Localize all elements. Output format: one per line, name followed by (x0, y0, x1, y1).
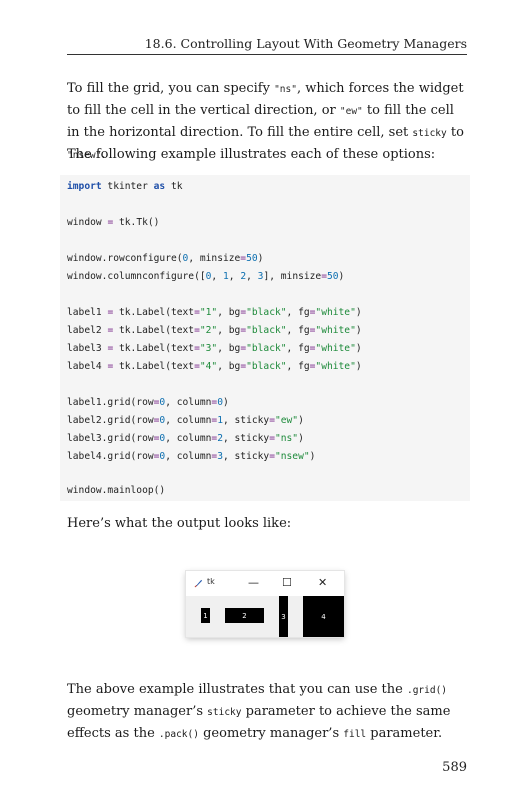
running-header: 18.6. Controlling Layout With Geometry M… (144, 36, 467, 51)
code-line-grid3: label3.grid(row=0, column=2, sticky="ns"… (67, 433, 304, 444)
closing-code-fill: fill (343, 729, 367, 740)
code-line-label1: label1 = tk.Label(text="1", bg="black", … (67, 307, 362, 318)
intro-code-sticky: sticky (412, 128, 447, 139)
tk-title-bar: tk — ☐ ✕ (186, 571, 344, 596)
code-line-grid2: label2.grid(row=0, column=1, sticky="ew"… (67, 415, 304, 426)
maximize-icon[interactable]: ☐ (282, 576, 292, 589)
tk-window-screenshot: tk — ☐ ✕ 1 2 3 4 (186, 571, 344, 637)
header-rule (67, 54, 467, 55)
closing-code-grid: .grid() (406, 685, 448, 696)
example-intro: The following example illustrates each o… (67, 147, 436, 162)
intro-code-ew: "ew" (339, 106, 363, 117)
tk-label-4: 4 (303, 596, 344, 637)
code-line-grid1: label1.grid(row=0, column=0) (67, 397, 229, 408)
intro-text-3: to fill the cell in the horizontal direc… (67, 103, 454, 140)
code-line-mainloop: window.mainloop() (67, 485, 166, 496)
code-line-window: window = tk.Tk() (67, 217, 160, 228)
closing-text-2: geometry manager’s (67, 704, 208, 719)
intro-text-4: to (446, 125, 464, 140)
closing-code-sticky: sticky (207, 707, 242, 718)
intro-paragraph: To fill the grid, you can specify "ns", … (67, 78, 467, 166)
closing-text-5: parameter. (366, 726, 443, 741)
output-intro: Here’s what the output looks like: (67, 516, 292, 531)
closing-code-pack: .pack() (158, 729, 199, 740)
tk-label-3: 3 (279, 596, 288, 637)
feather-icon (194, 579, 203, 588)
page-number: 589 (442, 760, 467, 775)
code-line-label3: label3 = tk.Label(text="3", bg="black", … (67, 343, 362, 354)
code-line-rowconfigure: window.rowconfigure(0, minsize=50) (67, 253, 264, 264)
code-line-columnconfigure: window.columnconfigure([0, 1, 2, 3], min… (67, 271, 345, 282)
minimize-icon[interactable]: — (248, 576, 259, 589)
intro-code-nsew: "nsew" (67, 150, 102, 161)
intro-code-ns: "ns" (274, 84, 297, 95)
code-line-label4: label4 = tk.Label(text="4", bg="black", … (67, 361, 362, 372)
closing-text-1: The above example illustrates that you c… (67, 682, 407, 697)
tk-window-body: 1 2 3 4 (186, 596, 344, 637)
closing-paragraph: The above example illustrates that you c… (67, 679, 467, 745)
intro-text-2: , which forces the widget to fill the ce… (67, 81, 464, 118)
closing-text-3: parameter to achieve the same effects as… (67, 704, 451, 741)
code-line-grid4: label4.grid(row=0, column=3, sticky="nse… (67, 451, 316, 462)
code-block: import tkinter as tk window = tk.Tk() wi… (60, 175, 470, 501)
code-line-import: import tkinter as tk (67, 181, 183, 192)
tk-label-1: 1 (201, 608, 210, 623)
tk-window-title: tk (207, 577, 215, 586)
intro-text-1: To fill the grid, you can specify (67, 81, 275, 96)
closing-text-4: geometry manager’s (198, 726, 344, 741)
intro-text-5: . (101, 147, 106, 162)
tk-label-2: 2 (225, 608, 264, 623)
code-line-label2: label2 = tk.Label(text="2", bg="black", … (67, 325, 362, 336)
close-icon[interactable]: ✕ (318, 576, 328, 589)
